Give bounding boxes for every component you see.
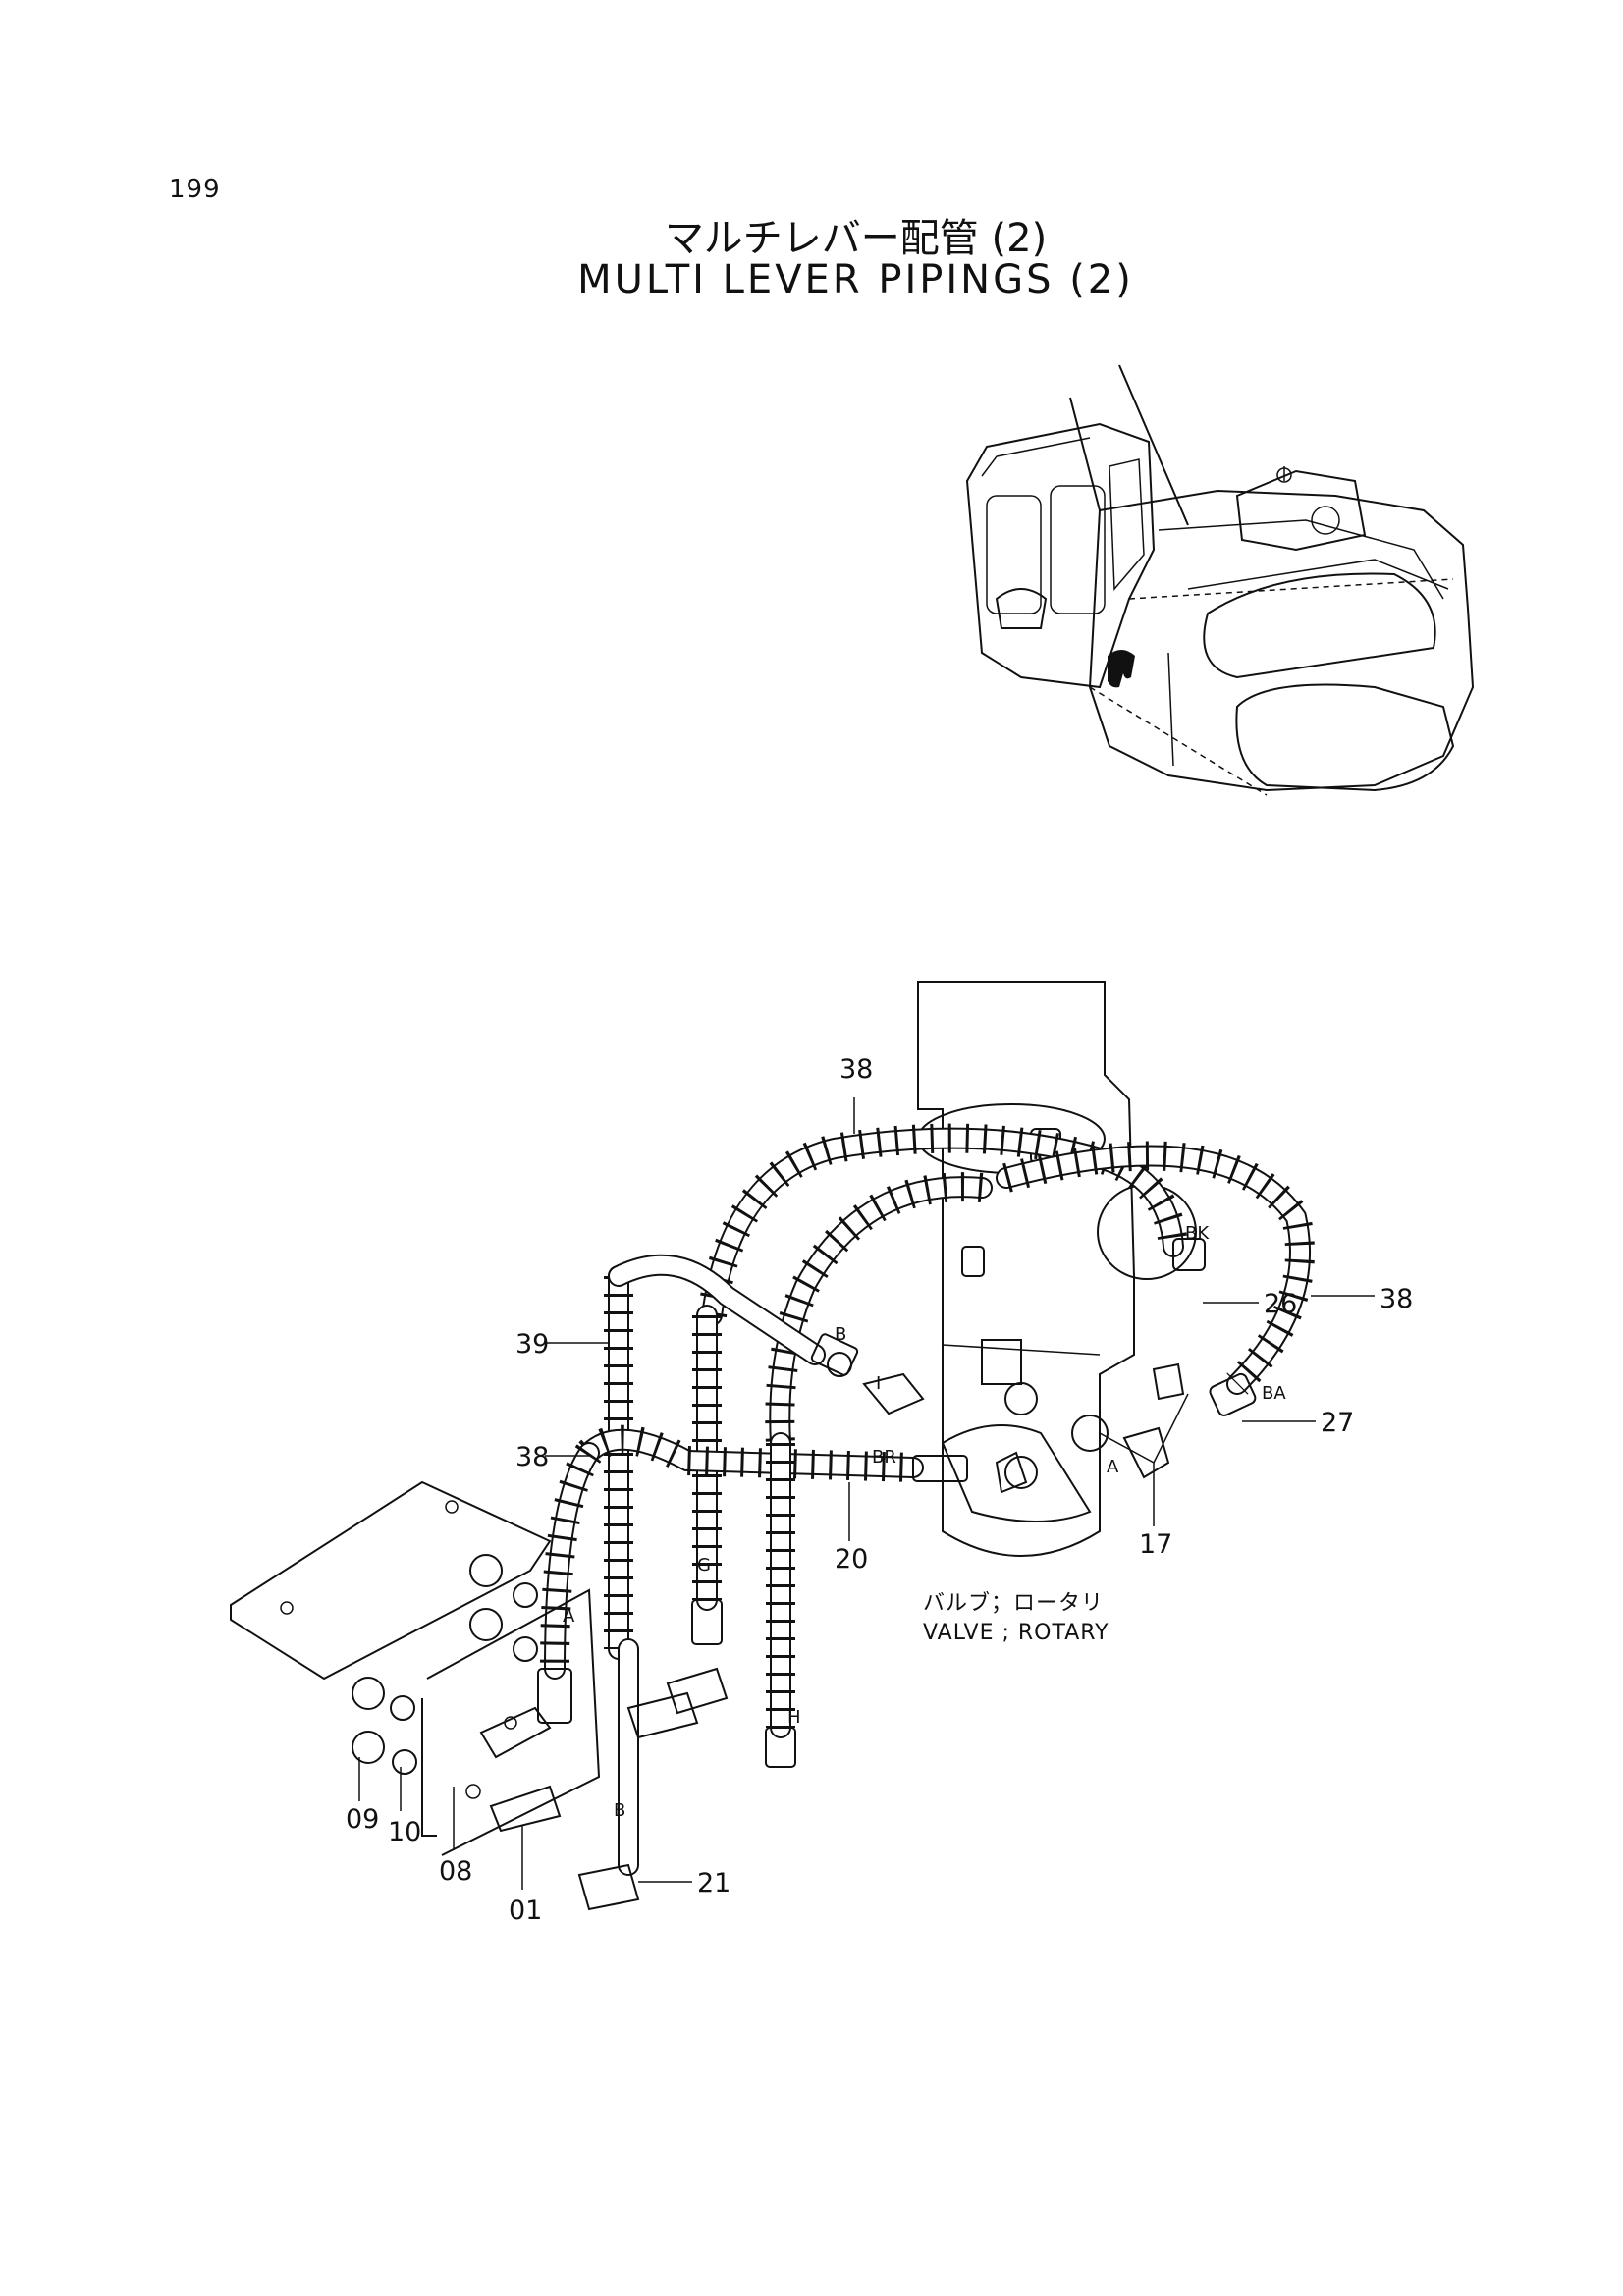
part-number-01: 01 — [509, 1896, 542, 1926]
port-label-a-block: A — [563, 1606, 575, 1627]
part-number-26: 26 — [1264, 1289, 1297, 1319]
port-label-g: G — [697, 1555, 711, 1575]
part-number-38-top: 38 — [839, 1054, 873, 1085]
caption-english: VALVE ; ROTARY — [923, 1621, 1109, 1645]
port-label-b-upper: B — [835, 1324, 846, 1345]
title-english: MULTI LEVER PIPINGS (2) — [577, 257, 1134, 302]
part-number-20: 20 — [835, 1544, 868, 1575]
port-labels: B BK BR BA A G A H B I — [563, 1223, 1286, 1821]
title-japanese: マルチレバー配管 (2) — [664, 216, 1048, 261]
part-number-labels: 38 38 39 38 26 27 20 17 09 10 08 01 21 — [346, 1054, 1413, 1926]
excavator-locator-illustration — [965, 364, 1475, 796]
part-number-27: 27 — [1321, 1408, 1354, 1438]
part-number-10: 10 — [388, 1817, 421, 1847]
port-label-i: I — [876, 1373, 881, 1394]
part-number-09: 09 — [346, 1804, 379, 1835]
fittings — [537, 1238, 1257, 1768]
part-number-08: 08 — [439, 1856, 472, 1887]
port-label-h: H — [787, 1707, 801, 1728]
caption-japanese: バルブ；ロータリ — [923, 1591, 1104, 1616]
leader-lines — [358, 1097, 1375, 1890]
hose-assemblies — [540, 1123, 1315, 1876]
part-number-21: 21 — [697, 1868, 730, 1898]
port-label-b-lower: B — [614, 1800, 625, 1821]
part-number-17: 17 — [1139, 1529, 1172, 1560]
mounting-bracket — [230, 1480, 729, 1911]
port-label-a-valve: A — [1107, 1457, 1119, 1477]
part-number-38-right: 38 — [1380, 1284, 1413, 1314]
rotary-valve-caption: バルブ；ロータリ VALVE ; ROTARY — [923, 1591, 1109, 1645]
port-label-bk: BK — [1185, 1223, 1210, 1244]
part-number-38-left: 38 — [515, 1442, 549, 1472]
part-number-39: 39 — [515, 1329, 549, 1360]
page-number: 199 — [169, 175, 221, 204]
port-label-ba: BA — [1262, 1383, 1286, 1404]
port-label-br: BR — [872, 1447, 896, 1468]
